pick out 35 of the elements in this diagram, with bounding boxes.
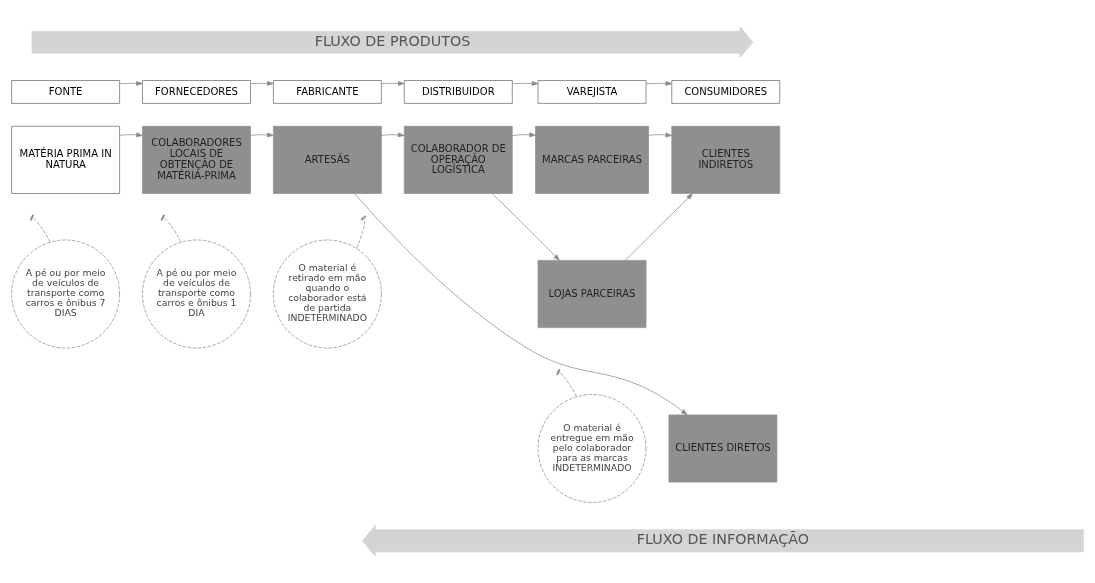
- node-box: FORNECEDORES: [142, 80, 251, 104]
- arrow: [624, 193, 693, 261]
- node-box: ARTESÃS: [273, 125, 382, 194]
- node-box: FONTE: [11, 80, 120, 104]
- node-box: LOJAS PARCEIRAS: [537, 260, 647, 328]
- arrow: [648, 132, 672, 138]
- node-box: MATÉRIA PRIMA IN NATURA: [11, 125, 120, 194]
- arrow: [512, 132, 536, 138]
- arrow: [250, 81, 274, 86]
- arrow: [119, 132, 143, 138]
- connector: [356, 219, 366, 249]
- node-box: COLABORADOR DE OPERAÇÃO LOGÍSTICA: [403, 125, 513, 194]
- node-box: CONSUMIDORES: [671, 80, 781, 104]
- node-circle: A pé ou por meio de veículos de transporte como carros e ônibus 7 DIAS: [11, 239, 120, 349]
- connector: [33, 218, 51, 243]
- node-circle: A pé ou por meio de veículos de transporte como carros e ônibus 1 DIA: [142, 239, 251, 349]
- node-box: CLIENTES DIRETOS: [668, 414, 778, 483]
- arrow: [354, 193, 688, 416]
- arrow: [381, 81, 405, 86]
- connector: [559, 372, 577, 397]
- node-box: MARCAS PARCEIRAS: [535, 125, 649, 194]
- arrow: [119, 81, 143, 86]
- node-box: COLABORADORES LOCAIS DE OBTENÇÃO DE MATÉRIA-PRIMA: [142, 125, 251, 194]
- node-box: CLIENTES INDIRETOS: [671, 125, 781, 194]
- node-box: VAREJISTA: [537, 80, 647, 104]
- node-box: FABRICANTE: [273, 80, 382, 104]
- node-circle: O material é retirado em mão quando o colaborador está de partida INDETERMINADO: [273, 239, 382, 349]
- arrow: [645, 81, 672, 86]
- node-box: DISTRIBUIDOR: [403, 80, 513, 104]
- arrow: [512, 81, 539, 86]
- arrow: [491, 193, 560, 261]
- connector: [164, 218, 182, 243]
- node-circle: O material é entregue em mão pelo colaborador para as marcas INDETERMINADO: [537, 394, 647, 503]
- arrow: [250, 132, 274, 138]
- arrow: [381, 132, 405, 138]
